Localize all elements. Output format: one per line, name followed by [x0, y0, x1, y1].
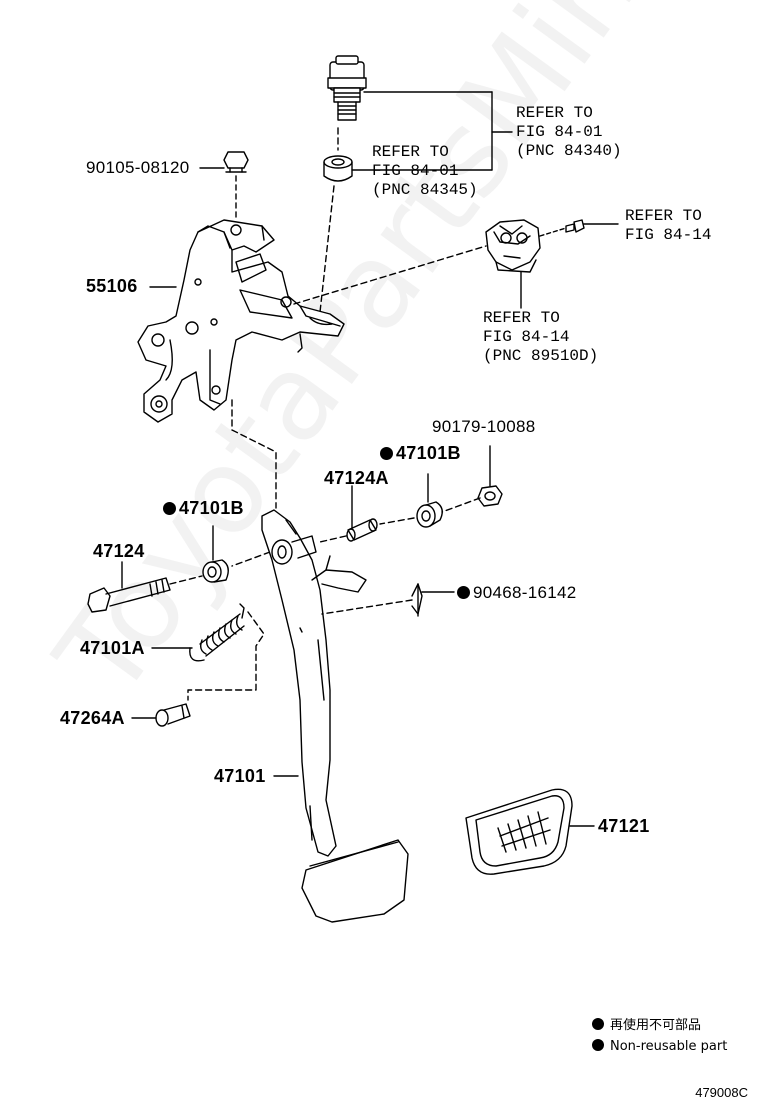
brake-pedal-arm: [261, 509, 367, 857]
ref-line: REFER TO: [625, 207, 702, 225]
label-47101b-left: 47101B: [163, 499, 244, 517]
sensor-bolt-icon: [565, 219, 585, 233]
ref-line: (PNC 89510D): [483, 347, 599, 365]
ref-fig-84-01-pnc-84345[interactable]: REFER TO FIG 84-01 (PNC 84345): [372, 143, 478, 200]
pin-47264a: [155, 703, 191, 727]
label-47124: 47124: [93, 541, 145, 561]
label-47101: 47101: [214, 766, 266, 786]
bushing-47101b-upper: [416, 501, 443, 528]
non-reusable-dot-icon: [592, 1039, 604, 1051]
label-90105-08120: 90105-08120: [86, 158, 190, 177]
clip-90468-icon: [411, 583, 455, 617]
ref-fig-84-14-pnc-89510d[interactable]: REFER TO FIG 84-14 (PNC 89510D): [483, 309, 598, 366]
return-spring-47101a: [189, 603, 245, 662]
label-90468-16142: 90468-16142: [457, 584, 577, 601]
ref-line: (PNC 84345): [372, 181, 478, 199]
non-reusable-dot-icon: [380, 447, 393, 460]
bushing-47101b-left: [202, 559, 229, 583]
label-90179-10088: 90179-10088: [432, 417, 536, 436]
non-reusable-dot-icon: [457, 586, 470, 599]
label-47101a: 47101A: [80, 638, 145, 658]
ref-line: REFER TO: [372, 143, 449, 161]
pedal-position-sensor: [485, 219, 541, 273]
legend-english: Non-reusable part: [592, 1038, 727, 1056]
non-reusable-dot-icon: [163, 502, 176, 515]
label-55106: 55106: [86, 276, 138, 296]
non-reusable-dot-icon: [592, 1018, 604, 1030]
ref-fig-84-14-bolt[interactable]: REFER TO FIG 84-14: [625, 207, 711, 245]
ref-fig-84-01-pnc-84340[interactable]: REFER TO FIG 84-01 (PNC 84340): [516, 104, 622, 161]
ref-line: (PNC 84340): [516, 142, 622, 160]
pedal-pad-47121: [465, 788, 573, 875]
ref-line: FIG 84-14: [483, 328, 570, 346]
bolt-47124: [87, 577, 171, 613]
ref-line: REFER TO: [516, 104, 593, 122]
nut-90179-icon: [477, 485, 503, 507]
ref-line: FIG 84-01: [372, 162, 459, 180]
ref-line: FIG 84-14: [625, 226, 712, 244]
pedal-pad-base: [301, 839, 409, 923]
label-47124a: 47124A: [324, 468, 389, 488]
ref-line: FIG 84-01: [516, 123, 603, 141]
figure-code: 479008C: [695, 1085, 748, 1100]
legend-japanese: 再使用不可部品: [592, 1017, 701, 1035]
collar-47124a: [346, 518, 378, 542]
bolt-90105-icon: [223, 151, 249, 173]
label-47101b-upper: 47101B: [380, 444, 461, 462]
stop-lamp-cushion: [323, 155, 353, 182]
label-47264a: 47264A: [60, 708, 125, 728]
ref-line: REFER TO: [483, 309, 560, 327]
stop-lamp-switch: [327, 55, 367, 121]
pedal-bracket: [137, 219, 345, 423]
label-47121: 47121: [598, 816, 650, 836]
